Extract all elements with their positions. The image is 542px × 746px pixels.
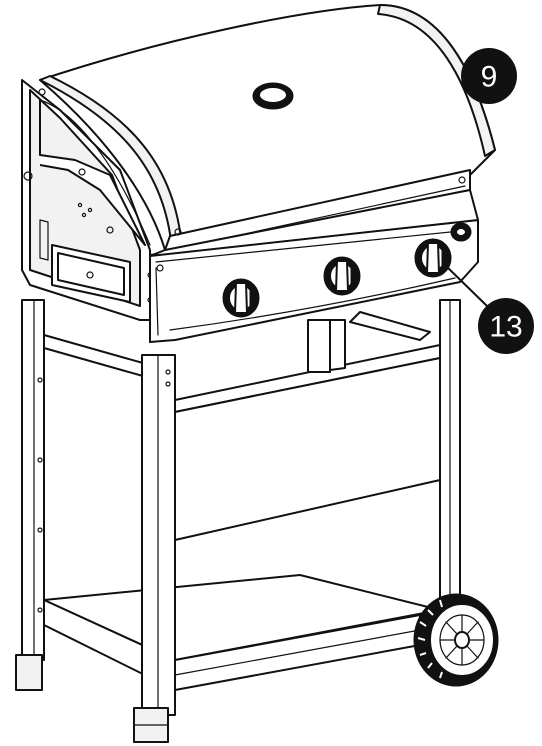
back-panel: [174, 357, 441, 541]
rear-left-leg: [21, 299, 45, 661]
lid-rim-left: [39, 75, 183, 251]
side-emblem-shape: [39, 100, 146, 246]
callout-label-13: 13: [489, 311, 522, 344]
callout-lid: 9: [461, 48, 517, 104]
cart-frame: [15, 299, 461, 743]
callout-knob: 13: [444, 264, 534, 354]
callout-badge-13: [478, 298, 534, 354]
firebox-rim: [149, 189, 479, 257]
tank-strut-left: [307, 319, 331, 373]
leader-line-13: [444, 264, 488, 307]
burner-knob-left: [222, 278, 260, 318]
side-handle-slot: [57, 252, 125, 296]
rear-left-foot: [15, 654, 43, 691]
upper-side-brace: [43, 334, 151, 379]
burner-knob-right: [414, 238, 452, 278]
lid-rim-right: [377, 4, 496, 157]
rear-bracket: [349, 311, 431, 341]
burner-knob-center: [323, 256, 361, 296]
grill-head: [21, 4, 496, 343]
tank-strut-right: [329, 319, 346, 371]
thermometer-face: [258, 86, 288, 104]
callout-badge-9: [461, 48, 517, 104]
callout-label-9: 9: [481, 61, 498, 94]
wheel: [413, 593, 499, 687]
